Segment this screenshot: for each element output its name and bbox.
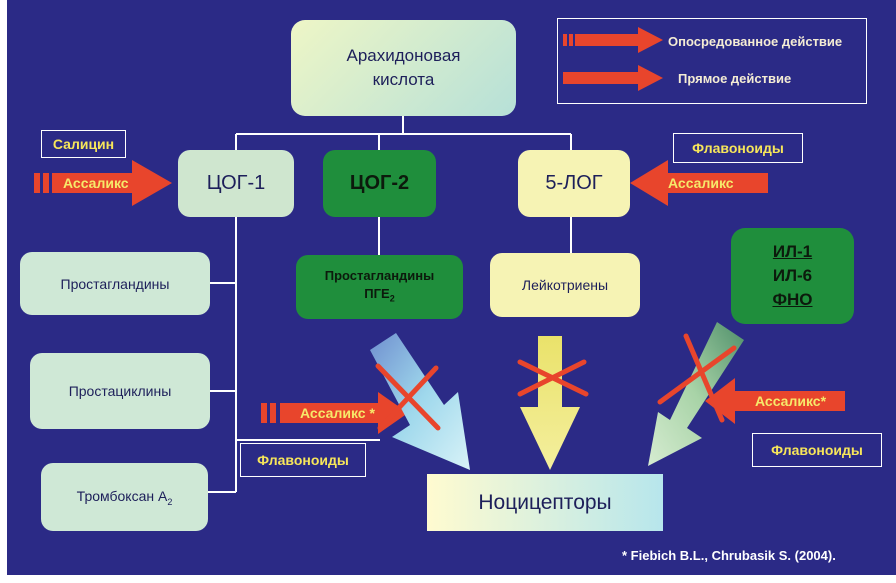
- tnf-label: ФНО: [772, 290, 813, 309]
- cog1-node: ЦОГ-1: [178, 150, 294, 217]
- log5-label: 5-ЛОГ: [545, 172, 603, 194]
- prostaglandins-node: Простагландины: [20, 252, 210, 315]
- arachidonic-line2: кислота: [372, 70, 435, 89]
- assalix-cog1-label: Ассаликс: [63, 175, 129, 191]
- flavonoids-mid-box: Флавоноиды: [240, 443, 366, 477]
- salicin-label: Салицин: [52, 136, 115, 152]
- cog1-label: ЦОГ-1: [206, 172, 266, 194]
- assalix-mid-label: Ассаликс *: [300, 405, 375, 421]
- nociceptors-node: Ноцицепторы: [427, 474, 663, 531]
- leukotrienes-to-nociceptors-arrow: [520, 336, 580, 470]
- thromboxane-node: Тромбоксан А2: [41, 463, 208, 531]
- connector-lines: [208, 116, 572, 493]
- legend: Опосредованное действие Прямое действие: [557, 18, 867, 104]
- cog2-node: ЦОГ-2: [323, 150, 436, 217]
- flavonoids-top-label: Флавоноиды: [692, 140, 784, 156]
- leukotrienes-label: Лейкотриены: [521, 277, 609, 293]
- nociceptors-label: Ноцицепторы: [478, 490, 612, 514]
- legend-direct-label: Прямое действие: [678, 71, 792, 86]
- assalix-log-label: Ассаликс: [668, 175, 734, 191]
- flavonoids-top-box: Флавоноиды: [673, 133, 803, 163]
- reference-text: * Fiebich B.L., Chrubasik S. (2004).: [622, 548, 836, 563]
- salicin-label-box: Салицин: [41, 130, 126, 158]
- assalix-right-label: Ассаликс*: [755, 393, 827, 409]
- red-arrows: [34, 27, 845, 434]
- arachidonic-line1: Арахидоновая: [346, 46, 461, 65]
- arachidonic-acid-node: Арахидоновая кислота: [291, 20, 516, 116]
- prostacyclins-node: Простациклины: [30, 353, 210, 429]
- pge2-line2: ПГЕ2: [364, 285, 395, 304]
- il1-label: ИЛ-1: [772, 242, 813, 261]
- pge2-to-nociceptors-arrow: [370, 333, 470, 470]
- cog2-label: ЦОГ-2: [349, 172, 410, 194]
- block-crosses: [375, 333, 737, 431]
- log5-node: 5-ЛОГ: [518, 150, 630, 217]
- pge2-node: Простагландины ПГЕ2: [296, 255, 463, 319]
- prostacyclins-label: Простациклины: [68, 383, 172, 399]
- flavonoids-right-box: Флавоноиды: [752, 433, 882, 467]
- leukotrienes-node: Лейкотриены: [490, 253, 640, 317]
- pge2-line1: Простагландины: [324, 267, 435, 283]
- flavonoids-right-label: Флавоноиды: [771, 442, 863, 458]
- cytokines-node: ИЛ-1 ИЛ-6 ФНО: [731, 228, 854, 324]
- prostaglandins-label: Простагландины: [60, 275, 170, 292]
- legend-indirect-label: Опосредованное действие: [668, 34, 843, 49]
- flavonoids-mid-label: Флавоноиды: [257, 452, 349, 468]
- il6-label: ИЛ-6: [772, 266, 813, 285]
- thromboxane-label: Тромбоксан А2: [76, 487, 173, 507]
